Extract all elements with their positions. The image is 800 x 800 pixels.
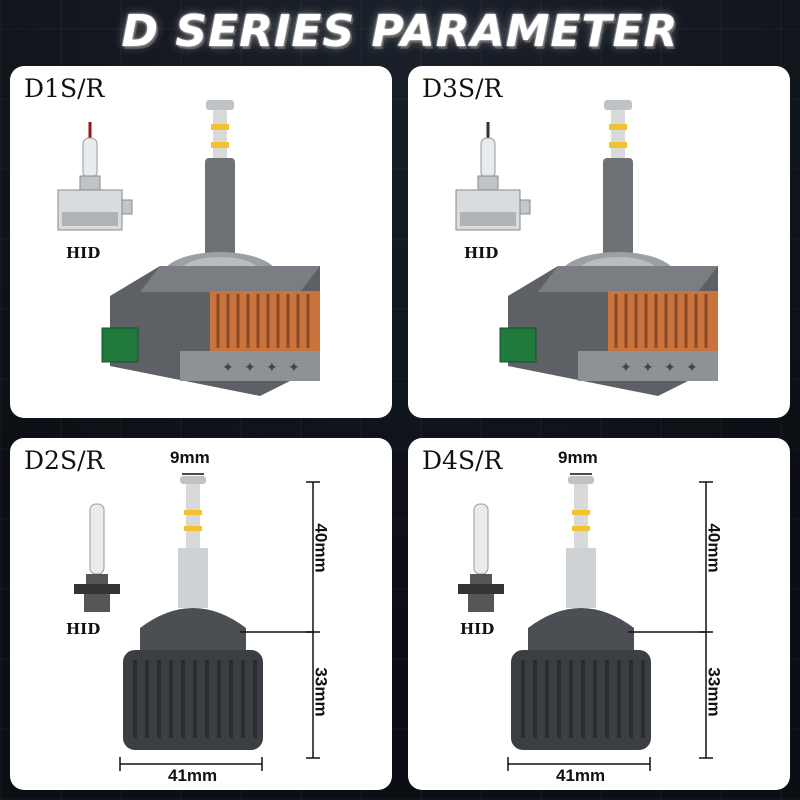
led-bulb-icon: ✦ ✦ ✦ ✦ — [101, 100, 320, 396]
dimension-lines — [119, 473, 320, 771]
hid-label: HID — [460, 620, 495, 638]
dimension-lines — [507, 473, 713, 771]
panel-d2s: D2S/R — [10, 438, 392, 790]
hid-label: HID — [464, 244, 499, 262]
hid-label: HID — [66, 244, 101, 262]
svg-text:✦: ✦ — [266, 360, 278, 376]
hid-label: HID — [66, 620, 101, 638]
svg-text:✦: ✦ — [664, 360, 676, 376]
led-bulb-icon: ✦ ✦ ✦ ✦ — [499, 100, 718, 396]
hid-bulb-icon — [458, 503, 504, 612]
dim-width: 41mm — [168, 766, 218, 785]
d3s-bulb-illustration: ✦ ✦ ✦ ✦ — [455, 100, 718, 396]
dim-lower: 33mm — [311, 667, 331, 717]
dim-width: 41mm — [556, 766, 606, 785]
dim-top: 9mm — [558, 448, 598, 467]
d1s-bulb-illustration: ✦ ✦ ✦ ✦ — [57, 100, 320, 396]
panel-d4s: D4S/R — [408, 438, 790, 790]
page-title: D SERIES PARAMETER — [121, 6, 679, 57]
svg-text:✦: ✦ — [288, 360, 300, 376]
svg-text:✦: ✦ — [686, 360, 698, 376]
d2s-bulb-illustration — [74, 473, 320, 771]
d4s-bulb-illustration — [458, 473, 713, 771]
hid-bulb-icon — [57, 122, 133, 231]
svg-text:✦: ✦ — [642, 360, 654, 376]
svg-text:✦: ✦ — [222, 360, 234, 376]
panel-label: D4S/R — [422, 446, 503, 475]
panel-label: D2S/R — [24, 446, 105, 475]
dim-lower: 33mm — [704, 667, 724, 717]
dim-upper: 40mm — [311, 523, 331, 573]
panel-d3s: D3S/R — [408, 66, 790, 418]
hid-bulb-icon — [74, 503, 120, 612]
hid-bulb-icon — [455, 122, 531, 231]
panel-label: D3S/R — [422, 74, 503, 103]
svg-text:✦: ✦ — [244, 360, 256, 376]
svg-text:✦: ✦ — [620, 360, 632, 376]
panel-d1s: D1S/R — [10, 66, 392, 418]
dim-top: 9mm — [170, 448, 210, 467]
led-bulb-icon — [123, 476, 263, 750]
led-bulb-icon — [511, 476, 651, 750]
panel-label: D1S/R — [24, 74, 105, 103]
dim-upper: 40mm — [704, 523, 724, 573]
